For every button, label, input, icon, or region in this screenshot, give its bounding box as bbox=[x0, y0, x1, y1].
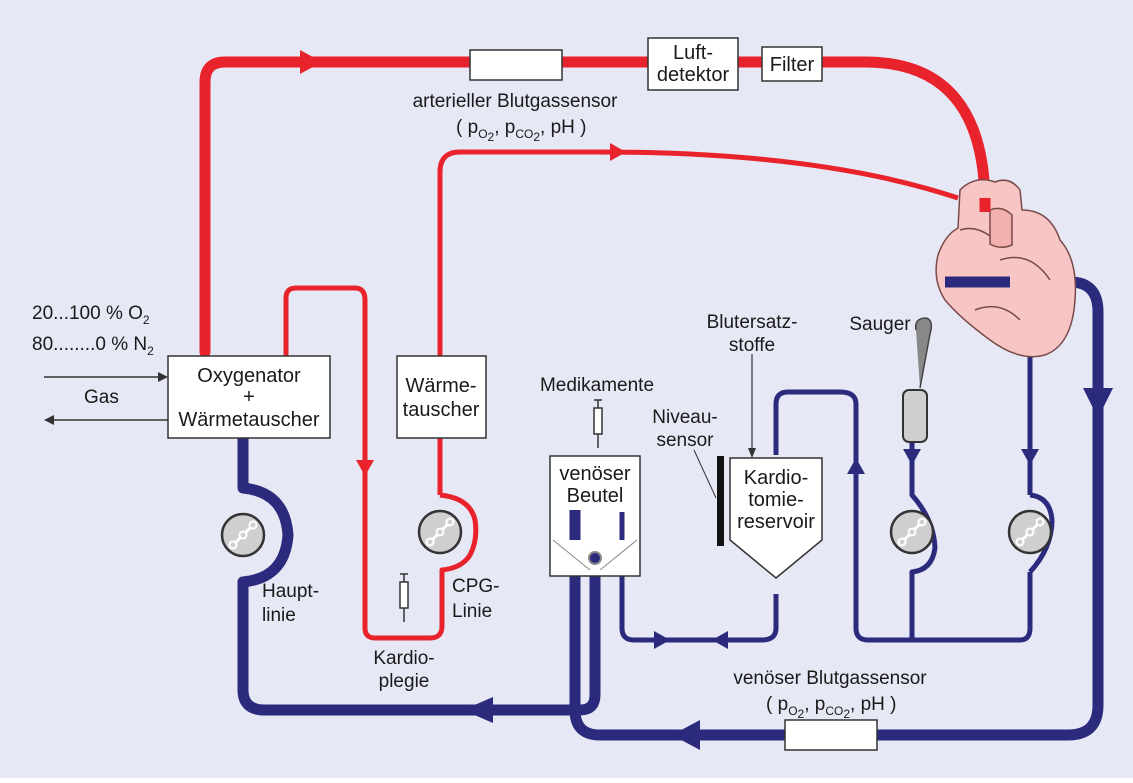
oxygenator-label-3: Wärmetauscher bbox=[178, 409, 319, 431]
venous-sensor-params: ( pO2, pCO2, pH ) bbox=[766, 694, 896, 721]
beutel-label-2: Beutel bbox=[567, 485, 624, 507]
heart-illustration bbox=[935, 179, 1077, 358]
venous-arrow-beutel-1 bbox=[654, 631, 670, 649]
cpg-label-2: Linie bbox=[452, 601, 492, 622]
gas-n2-label: 80........0 % N2 bbox=[32, 334, 154, 358]
venous-arrow-sauger bbox=[903, 449, 921, 465]
luftdetektor-box bbox=[647, 37, 739, 91]
hauptlinie-label-2: linie bbox=[262, 605, 296, 626]
pump-main-icon bbox=[220, 512, 266, 558]
venous-arrow-bottom bbox=[672, 720, 700, 750]
gas-o2-label: 20...100 % O2 bbox=[32, 303, 150, 327]
kardioplegie-label-2: plegie bbox=[379, 671, 430, 692]
blutersatz-pointer-head bbox=[748, 448, 756, 458]
cpg-label-1: CPG- bbox=[452, 576, 500, 597]
kardiotomie-label-2: tomie- bbox=[748, 489, 804, 511]
filter-label: Filter bbox=[770, 54, 815, 76]
syringe-medikamente-icon bbox=[593, 399, 603, 448]
venous-arrow-beutel-2 bbox=[712, 631, 728, 649]
arterial-sensor-params: ( pO2, pCO2, pH ) bbox=[456, 117, 586, 144]
venous-main-line bbox=[237, 276, 1104, 741]
oxygenator-box bbox=[167, 355, 331, 439]
arterial-arrow-top bbox=[300, 50, 322, 74]
gas-out-arrow-head bbox=[44, 415, 54, 425]
arterial-sensor-label: arterieller Blutgassensor bbox=[413, 91, 619, 112]
hauptlinie-label-1: Haupt- bbox=[262, 581, 319, 602]
niveausensor-label-1: Niveau- bbox=[652, 407, 717, 428]
blutersatz-label-1: Blutersatz- bbox=[707, 312, 798, 333]
waermetauscher-label-2: tauscher bbox=[403, 399, 480, 421]
luftdetektor-label-2: detektor bbox=[657, 64, 730, 86]
arterial-cpg-line bbox=[283, 149, 959, 641]
beutel-diagonal-left bbox=[552, 539, 591, 571]
filter-box bbox=[761, 46, 823, 82]
beutel-diagonal-right bbox=[599, 539, 638, 571]
pump-heart-icon bbox=[1007, 509, 1053, 555]
pump-cpg-icon bbox=[417, 509, 463, 555]
arterial-arrow-cpg bbox=[610, 143, 626, 161]
venous-sensor-box bbox=[784, 719, 878, 751]
arterial-arrow-down bbox=[356, 460, 374, 476]
venous-arrow-heart-down bbox=[1021, 449, 1039, 465]
niveausensor-label-2: sensor bbox=[656, 430, 714, 451]
venous-arrow-return bbox=[463, 697, 493, 723]
niveausensor-bar bbox=[717, 456, 724, 546]
beutel-outlet bbox=[588, 551, 602, 565]
sauger-label: Sauger bbox=[849, 314, 911, 335]
beutel-label-1: venöser bbox=[559, 463, 630, 485]
waermetauscher-label-1: Wärme- bbox=[405, 375, 476, 397]
kardioplegie-label-1: Kardio- bbox=[373, 648, 434, 669]
venoeser-beutel-box bbox=[549, 455, 641, 577]
kardiotomie-label-3: reservoir bbox=[737, 511, 815, 533]
niveausensor-pointer bbox=[693, 449, 717, 499]
sauger-icon bbox=[902, 317, 933, 443]
venous-arrow-right-down bbox=[1083, 388, 1113, 418]
kardiotomie-reservoir-box bbox=[729, 457, 823, 579]
blutersatz-label-2: stoffe bbox=[729, 335, 775, 356]
arterial-main-line bbox=[199, 56, 991, 358]
venous-arrow-reservoir-up bbox=[847, 458, 865, 474]
pump-sauger-icon bbox=[889, 509, 935, 555]
waermetauscher-box bbox=[396, 355, 487, 439]
syringe-kardioplegie-icon bbox=[399, 573, 409, 622]
arterial-sensor-box bbox=[469, 49, 563, 81]
oxygenator-label-1: Oxygenator bbox=[197, 365, 301, 387]
oxygenator-label-2: + bbox=[243, 386, 255, 408]
kardiotomie-label-1: Kardio- bbox=[744, 467, 808, 489]
medikamente-label: Medikamente bbox=[540, 375, 654, 396]
gas-label: Gas bbox=[84, 387, 119, 408]
venous-sensor-label: venöser Blutgassensor bbox=[733, 668, 927, 689]
luftdetektor-label-1: Luft- bbox=[673, 42, 713, 64]
gas-in-arrow-head bbox=[158, 372, 168, 382]
